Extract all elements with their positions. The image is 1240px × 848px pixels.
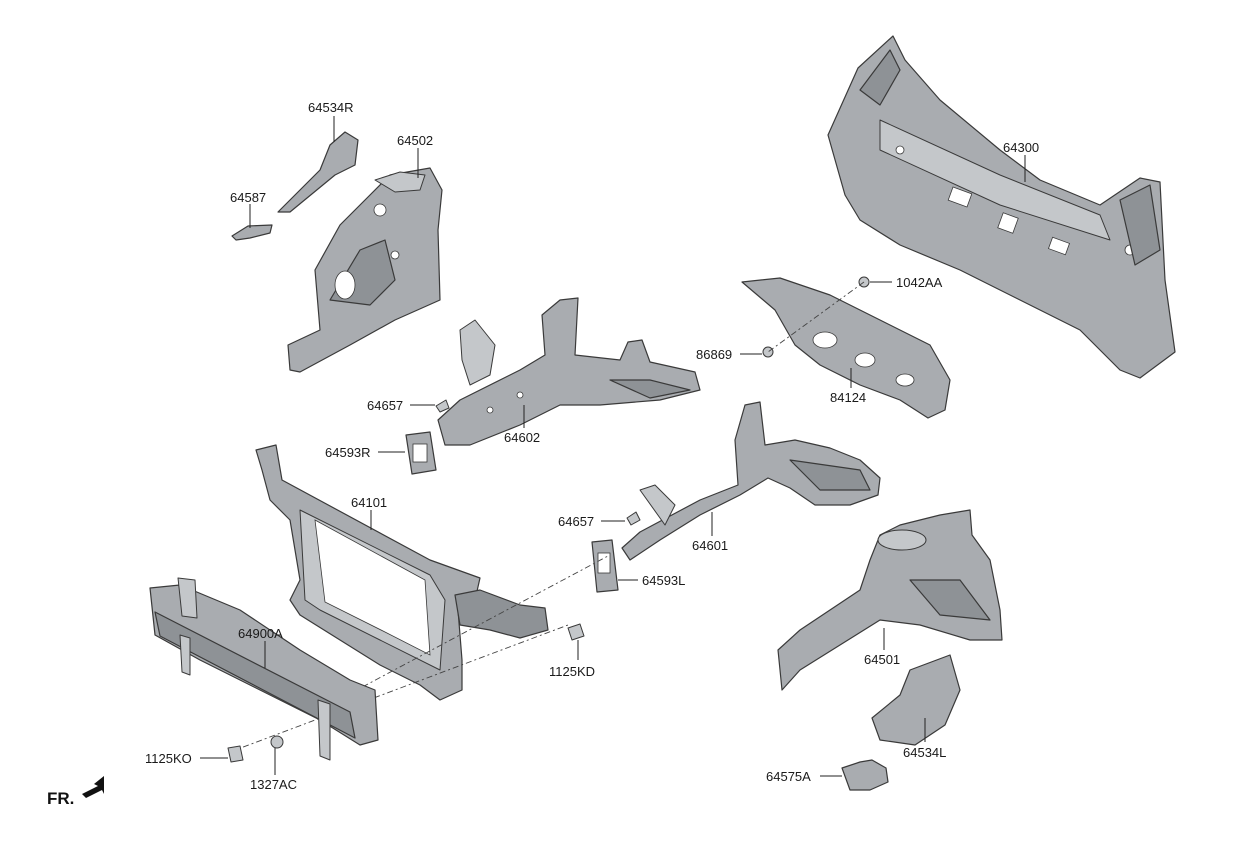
label-64575A: 64575A [766,769,811,784]
part-64657-bolt-rh[interactable] [435,399,450,413]
front-direction-indicator: FR. [47,776,104,808]
label-64501: 64501 [864,652,900,667]
label-64502: 64502 [397,133,433,148]
part-64593R-plate[interactable] [405,431,437,475]
part-86869-clip[interactable] [762,346,774,358]
label-64593R: 64593R [325,445,371,460]
label-64534L: 64534L [903,745,946,760]
label-64657-lh: 64657 [558,514,594,529]
part-1327AC-nut[interactable] [270,735,284,749]
assembly-line-bolt [229,624,569,753]
front-arrow-icon [82,776,104,798]
front-label: FR. [47,789,74,808]
part-64900A-bumper-beam[interactable] [149,577,379,761]
label-64534R: 64534R [308,100,354,115]
part-64501-wheel-house[interactable] [777,509,1003,691]
label-84124: 84124 [830,390,866,405]
part-64601-side-member[interactable] [621,401,881,561]
label-1042AA: 1042AA [896,275,943,290]
part-64534R-bracket[interactable] [277,131,359,213]
label-1125KO: 1125KO [145,751,192,766]
label-64900A: 64900A [238,626,283,641]
label-86869: 86869 [696,347,732,362]
label-64593L: 64593L [642,573,685,588]
label-64300: 64300 [1003,140,1039,155]
label-64657-rh: 64657 [367,398,403,413]
part-64593L-plate[interactable] [591,539,619,593]
leader-lines [200,116,1026,777]
part-64602-side-member[interactable] [437,297,701,446]
part-1125KD-bolt[interactable] [567,623,585,641]
part-64300-dash-panel[interactable] [827,35,1176,379]
part-64587-bracket[interactable] [231,224,273,241]
assembly-line-lh [337,555,609,701]
assembly-line [767,281,865,353]
part-64502-wheel-house[interactable] [287,167,443,373]
label-64587: 64587 [230,190,266,205]
label-64101: 64101 [351,495,387,510]
label-64602: 64602 [504,430,540,445]
part-64575A-bracket[interactable] [841,759,889,791]
part-64534L-bracket[interactable] [871,654,961,746]
part-1125KO-bolt[interactable] [227,745,244,763]
label-1327AC: 1327AC [250,777,297,792]
part-84124-insulator[interactable] [741,277,951,419]
part-64657-bolt-lh[interactable] [626,511,641,526]
label-1125KD: 1125KD [549,664,595,679]
part-64101-radiator-support[interactable] [255,444,549,701]
label-64601: 64601 [692,538,728,553]
